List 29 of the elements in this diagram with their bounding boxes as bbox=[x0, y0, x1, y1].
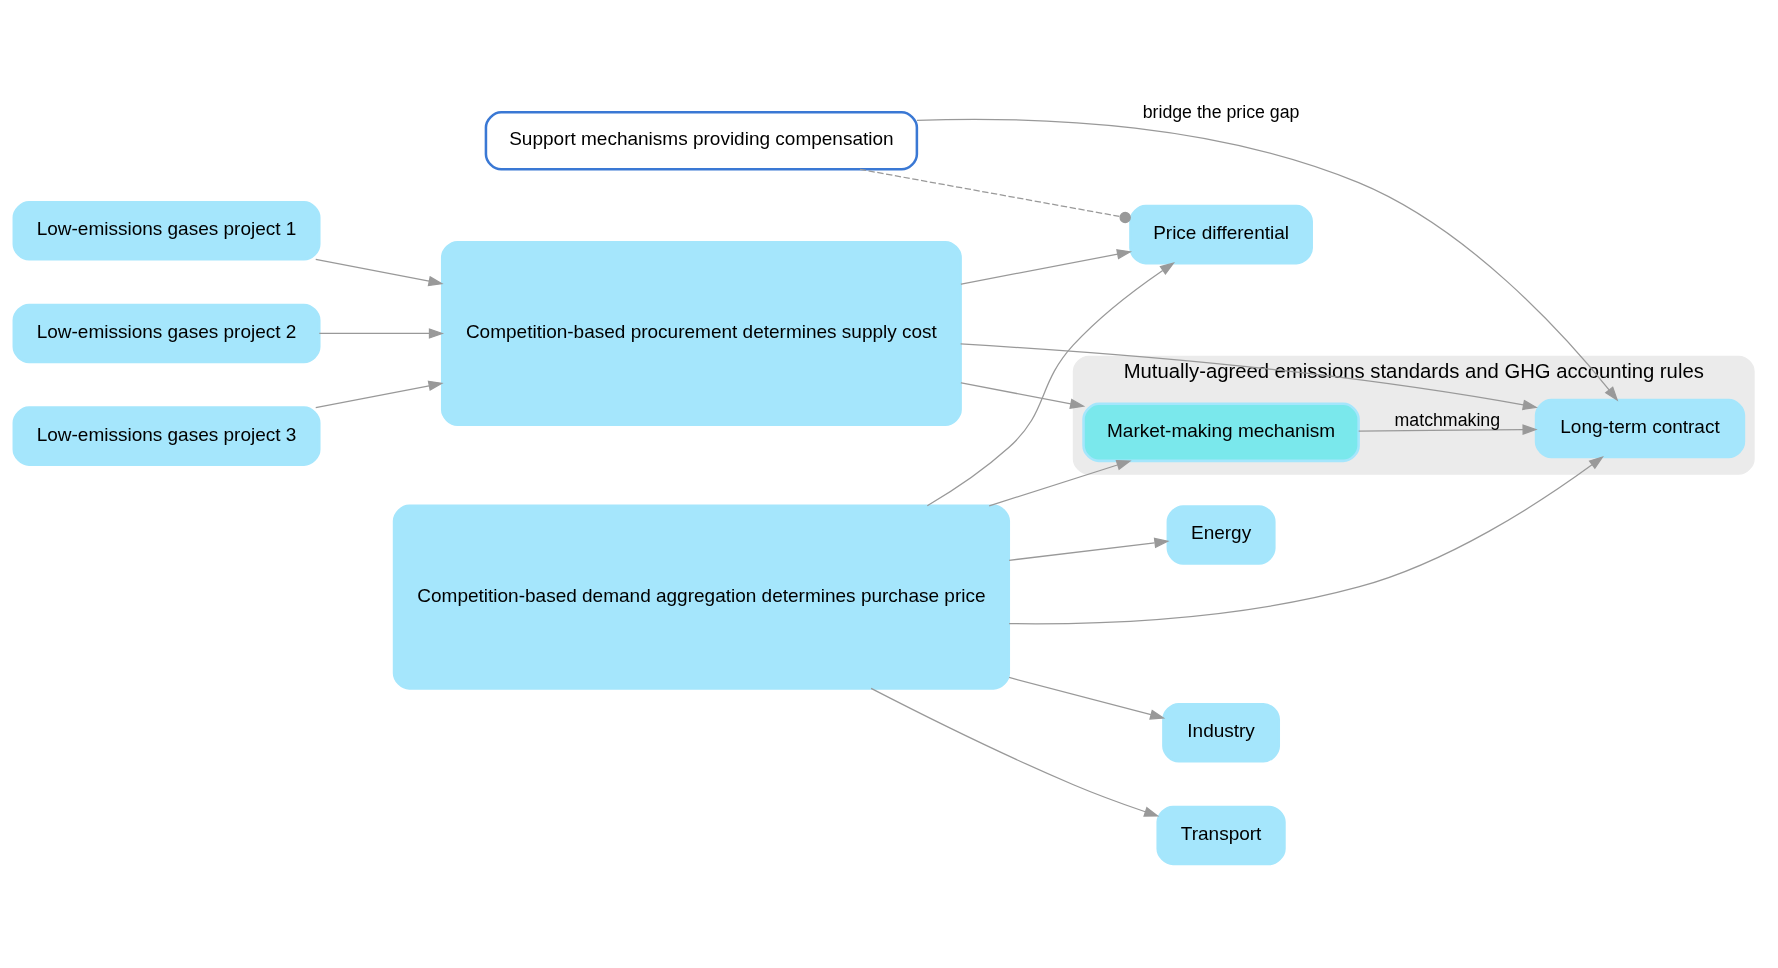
arrow bbox=[315, 380, 444, 409]
node-box: Market-making mechanism bbox=[1082, 402, 1360, 463]
arrow bbox=[1008, 537, 1170, 561]
edge-label: matchmaking bbox=[1394, 410, 1501, 431]
node-box: Industry bbox=[1162, 702, 1280, 763]
arrow bbox=[960, 249, 1133, 285]
node-box: Support mechanisms providing compensation bbox=[484, 111, 919, 171]
arrow bbox=[1008, 676, 1166, 720]
node-box: Transport bbox=[1156, 805, 1286, 866]
node-box: Low-emissions gases project 3 bbox=[12, 406, 321, 466]
arrow bbox=[960, 343, 1538, 411]
arrow bbox=[1008, 455, 1604, 625]
connector bbox=[859, 168, 1131, 224]
node-box: Competition-based demand aggregation determines purchase price bbox=[392, 504, 1011, 690]
arrow bbox=[1358, 424, 1538, 435]
node-box: Low-emissions gases project 2 bbox=[12, 303, 321, 364]
node-box: Energy bbox=[1166, 505, 1276, 565]
node-box: Long-term contract bbox=[1534, 398, 1746, 459]
arrow bbox=[318, 328, 445, 339]
node-box: Price differential bbox=[1129, 204, 1313, 265]
arrow bbox=[960, 382, 1086, 409]
edge-label: bridge the price gap bbox=[1142, 102, 1300, 123]
arrow bbox=[870, 687, 1160, 817]
arrow bbox=[315, 258, 444, 287]
arrow bbox=[916, 118, 1619, 402]
arrow bbox=[988, 459, 1132, 507]
node-box: Competition-based procurement determines supply cost bbox=[440, 240, 962, 426]
node-box: Low-emissions gases project 1 bbox=[12, 201, 321, 261]
arrow bbox=[926, 262, 1176, 507]
